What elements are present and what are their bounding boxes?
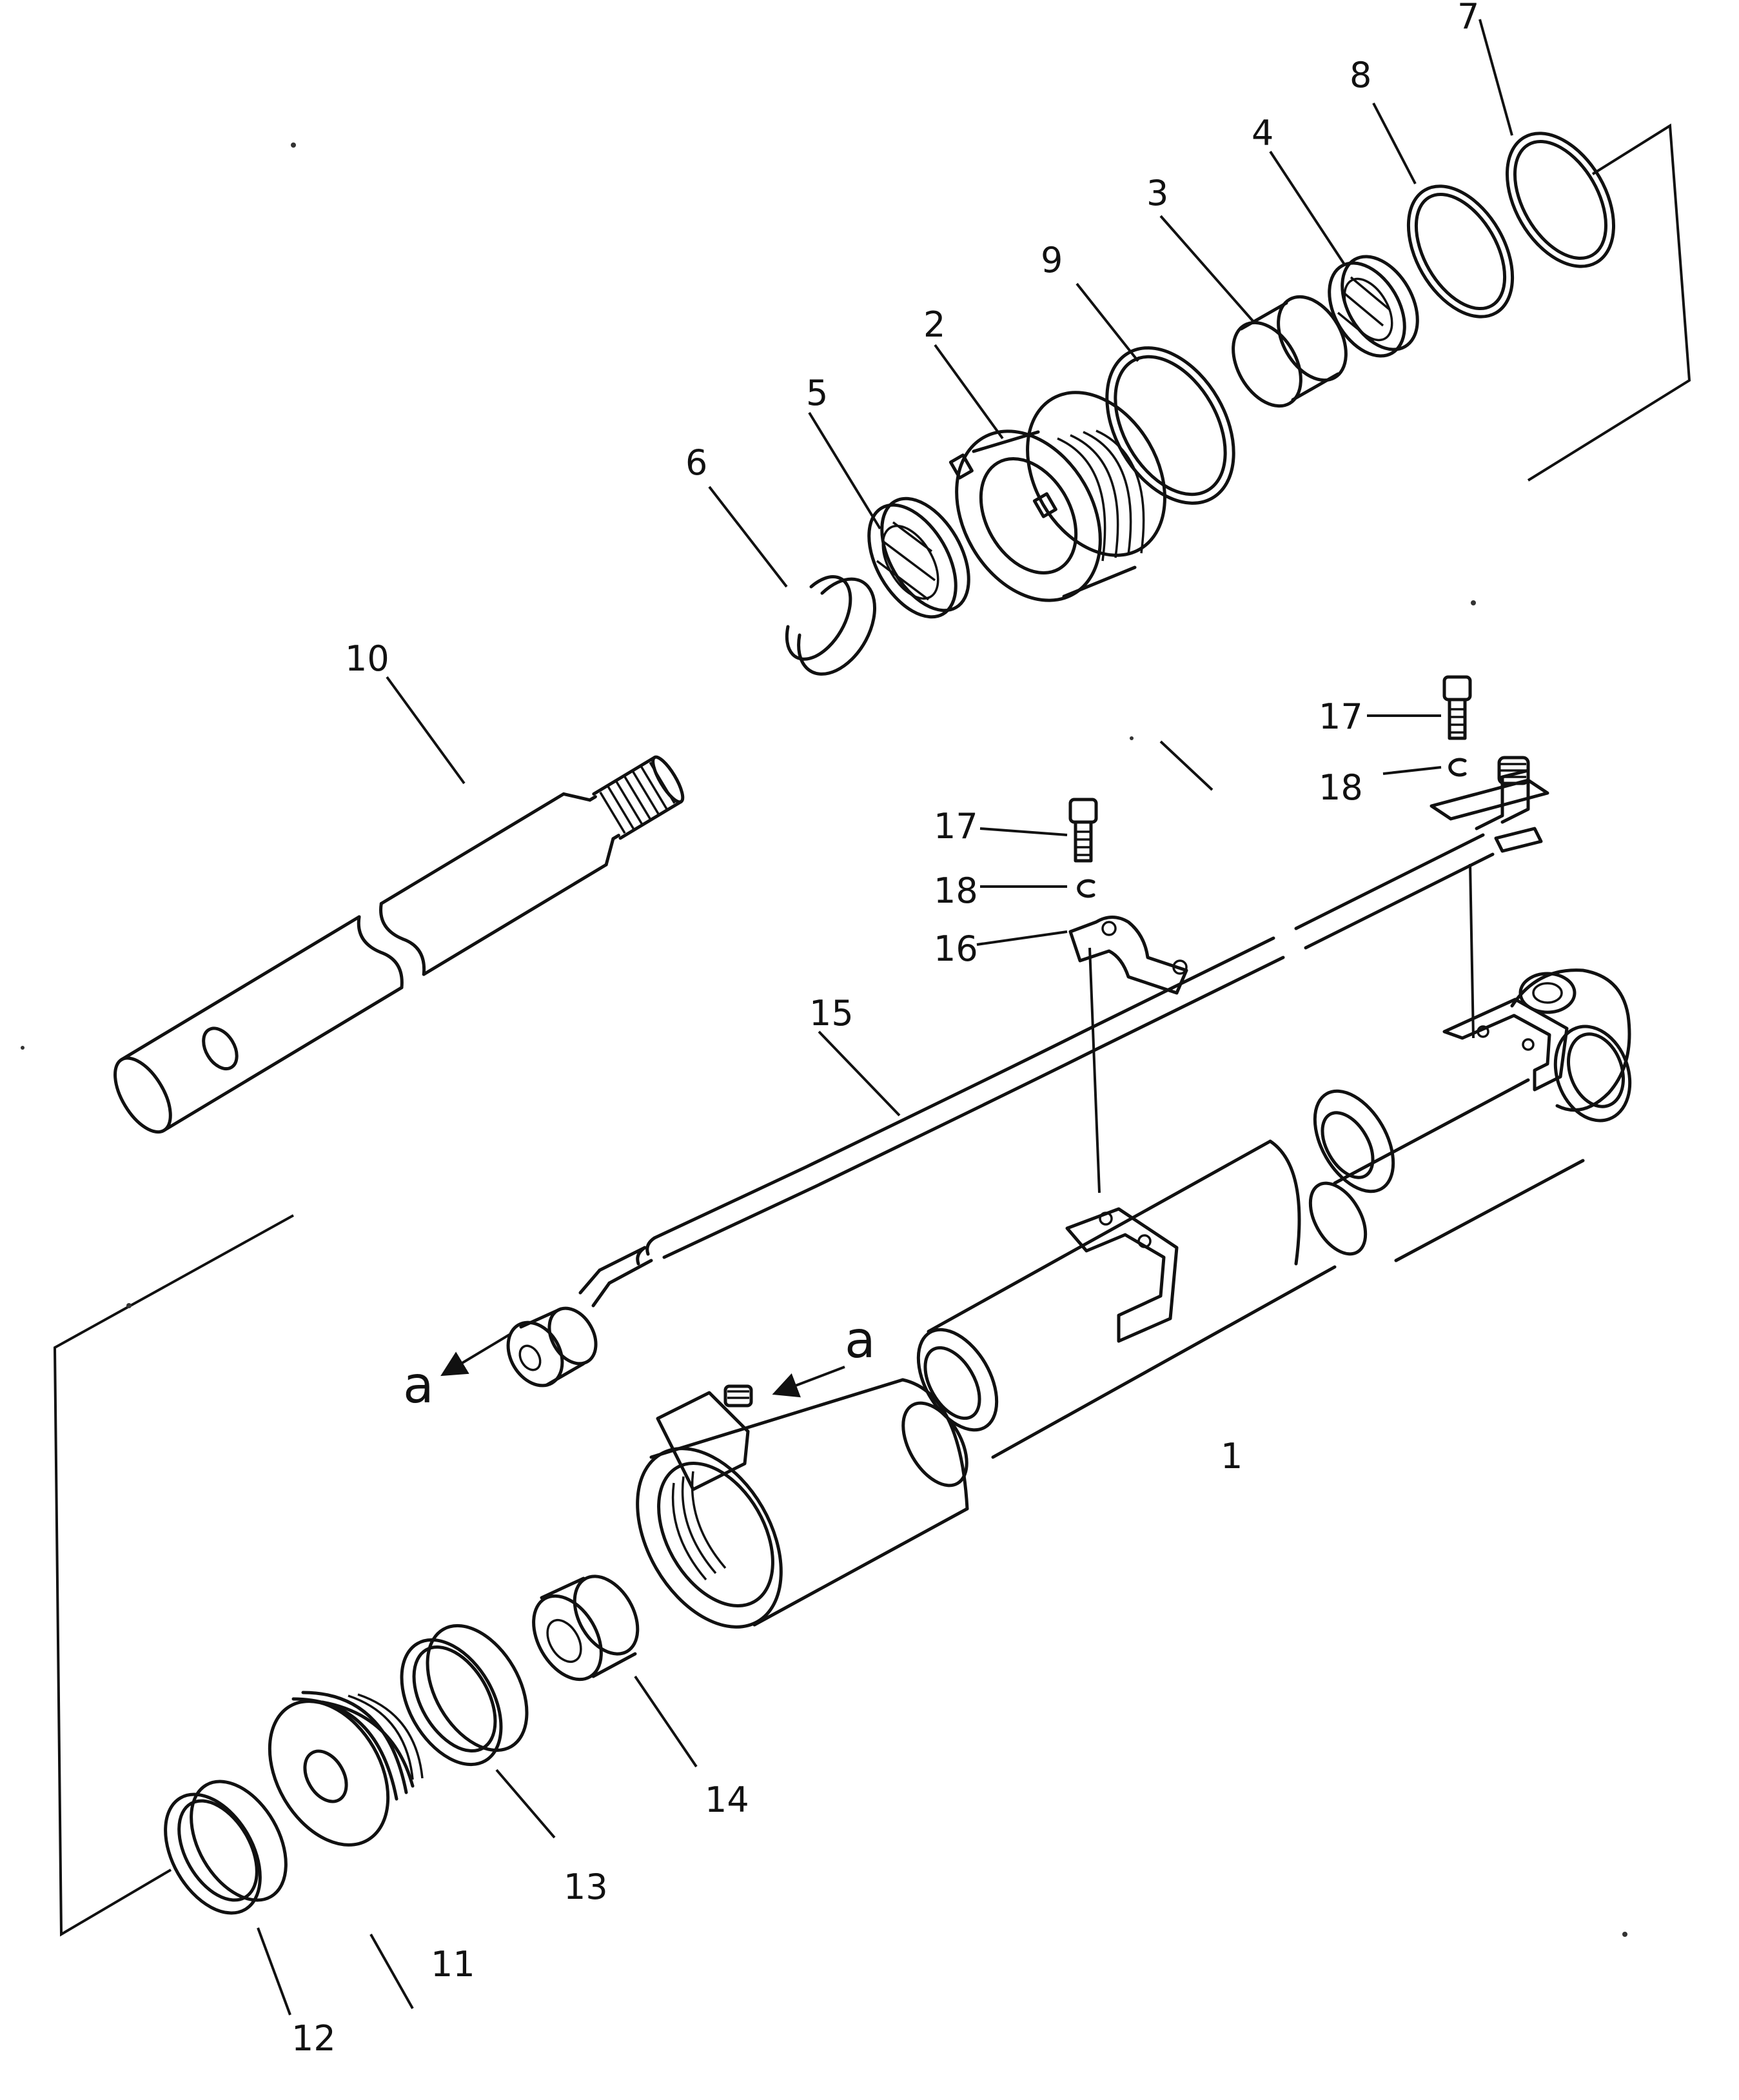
label-part-14: 14 [705,1780,749,1820]
piston-rod [113,755,685,1134]
group-bracket-upper [1527,123,1691,482]
washer-upper-right [1448,758,1467,777]
piston-seal [164,1780,288,1915]
label-part-18-middle: 18 [934,870,978,911]
label-part-18-upper: 18 [1319,767,1363,808]
label-connection-a-port: a [845,1311,876,1369]
bolt-upper-right [1442,675,1472,740]
label-part-1: 1 [1221,1436,1243,1477]
snap-ring [785,575,876,676]
label-part-8: 8 [1350,55,1371,95]
alignment-line-clamp [1088,947,1101,1193]
label-part-6: 6 [685,442,707,483]
label-part-4: 4 [1252,113,1273,153]
label-part-3: 3 [1146,173,1168,213]
pipe [506,756,1549,1388]
part-labels: 1 2 3 4 5 6 7 8 9 10 11 12 13 14 15 16 1… [291,0,1479,2059]
label-part-17-upper: 17 [1319,696,1363,737]
label-part-15: 15 [809,993,854,1034]
o-ring-outer [1505,132,1616,268]
label-part-11: 11 [431,1944,475,1985]
backup-ring [1406,184,1515,319]
label-part-10: 10 [345,638,389,679]
washer-middle [1077,879,1095,898]
label-part-5: 5 [806,373,828,413]
label-part-16: 16 [934,928,978,969]
group-bracket-lower [53,1214,294,1937]
label-part-7: 7 [1457,0,1479,37]
cylinder-head [948,391,1166,602]
label-part-17-middle: 17 [934,806,978,847]
leader-lines [257,19,1513,2016]
piston [268,1691,424,1847]
label-connection-a-pipe: a [403,1357,434,1415]
label-part-12: 12 [291,2018,336,2059]
cylinder-tube [916,968,1632,1459]
clamp [1068,916,1188,995]
bolt-middle [1068,798,1098,863]
label-part-9: 9 [1041,240,1063,280]
cylinder-bottom [636,1378,969,1629]
o-ring-head [1105,346,1235,505]
rod-seal [1328,255,1419,358]
label-part-2: 2 [923,304,945,345]
wear-ring [867,496,970,619]
label-part-13: 13 [564,1867,608,1907]
bushing [1232,295,1348,408]
scan-specks [21,142,1627,1937]
alignment-line-bracket [1469,863,1475,1039]
piston-nut [532,1575,640,1682]
piston-wear-ring [400,1624,529,1767]
